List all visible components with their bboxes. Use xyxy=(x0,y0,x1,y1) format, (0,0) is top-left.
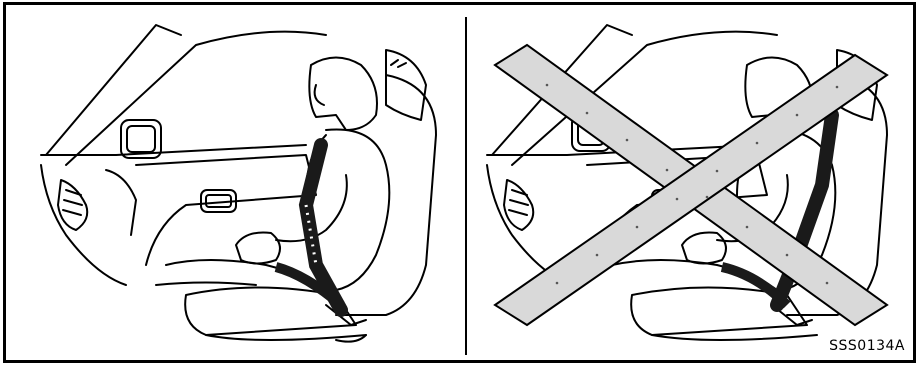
figure-code-label: SSS0134A xyxy=(829,338,905,354)
figure-frame: SSS0134A xyxy=(3,2,916,363)
occupant-hand xyxy=(236,233,280,264)
door-panel xyxy=(136,155,316,265)
dashboard-curve xyxy=(41,165,126,285)
seat-back xyxy=(336,75,436,315)
occupant-head xyxy=(309,58,377,131)
seatbelt-incorrect-illustration xyxy=(467,5,913,360)
headrest xyxy=(386,50,426,120)
seatbelt-correct-illustration xyxy=(6,5,462,360)
panel-incorrect xyxy=(467,5,913,360)
panel-correct xyxy=(6,5,462,360)
occupant-torso xyxy=(326,129,389,290)
